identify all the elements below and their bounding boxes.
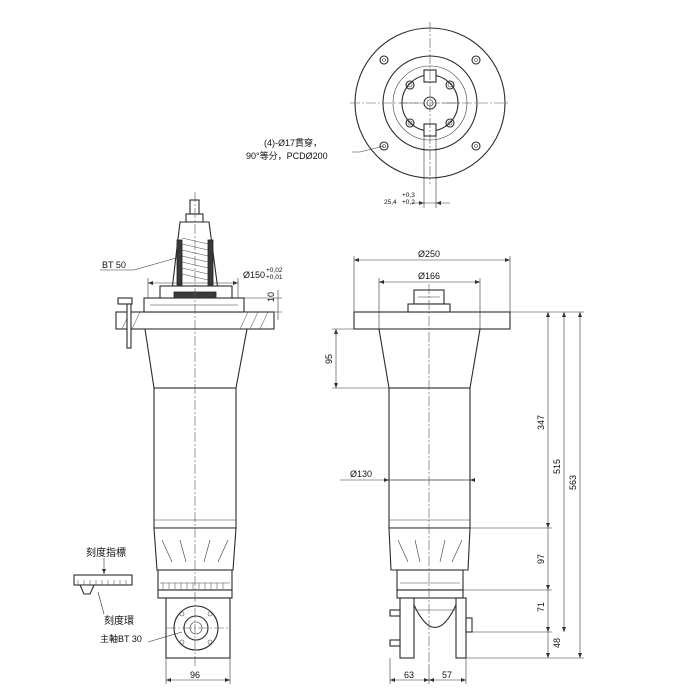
dia150-upper-tol: +0,02 — [266, 267, 283, 274]
label-scale-pointer: 刻度指標 — [86, 546, 126, 559]
dim-57: 57 — [442, 670, 452, 680]
tol-lower: +0,2 — [402, 199, 415, 206]
dim-95: 95 — [324, 354, 334, 364]
dim-97: 97 — [536, 554, 546, 564]
dim-dia130: Ø130 — [350, 469, 372, 479]
dia150-lower-tol: +0,01 — [266, 274, 283, 281]
dim-25-4: 25,4 — [384, 199, 397, 206]
label-scale-ring: 刻度環 — [104, 614, 134, 627]
dim-96: 96 — [190, 670, 200, 680]
dim-515: 515 — [552, 459, 562, 474]
dim-dia150: Ø150 — [243, 270, 265, 280]
label-spindle-bt30: 主軸BT 30 — [100, 633, 142, 644]
dim-563: 563 — [568, 475, 578, 490]
holes-note-line1: (4)-Ø17貫穿， — [264, 137, 322, 148]
dim-10: 10 — [266, 292, 276, 302]
flange-through-holes — [379, 55, 481, 151]
dim-dia250: Ø250 — [418, 249, 440, 259]
label-bt50: BT 50 — [102, 260, 126, 270]
dim-347: 347 — [536, 415, 546, 430]
flange-hatch — [121, 311, 269, 330]
scale-pointer-detail — [73, 558, 133, 615]
head-bolt-holes — [179, 611, 213, 645]
dim-dia166: Ø166 — [418, 271, 440, 281]
dim-48: 48 — [552, 638, 562, 648]
top-view-flange — [350, 22, 510, 208]
tol-upper: +0,3 — [402, 192, 415, 199]
left-section-view — [73, 192, 282, 684]
holes-note-line2: 90°等分，PCDØ200 — [246, 150, 328, 161]
dim-63: 63 — [404, 670, 414, 680]
dim-71: 71 — [536, 602, 546, 612]
inner-bolt-holes — [405, 80, 455, 128]
right-outline-view — [332, 256, 584, 684]
